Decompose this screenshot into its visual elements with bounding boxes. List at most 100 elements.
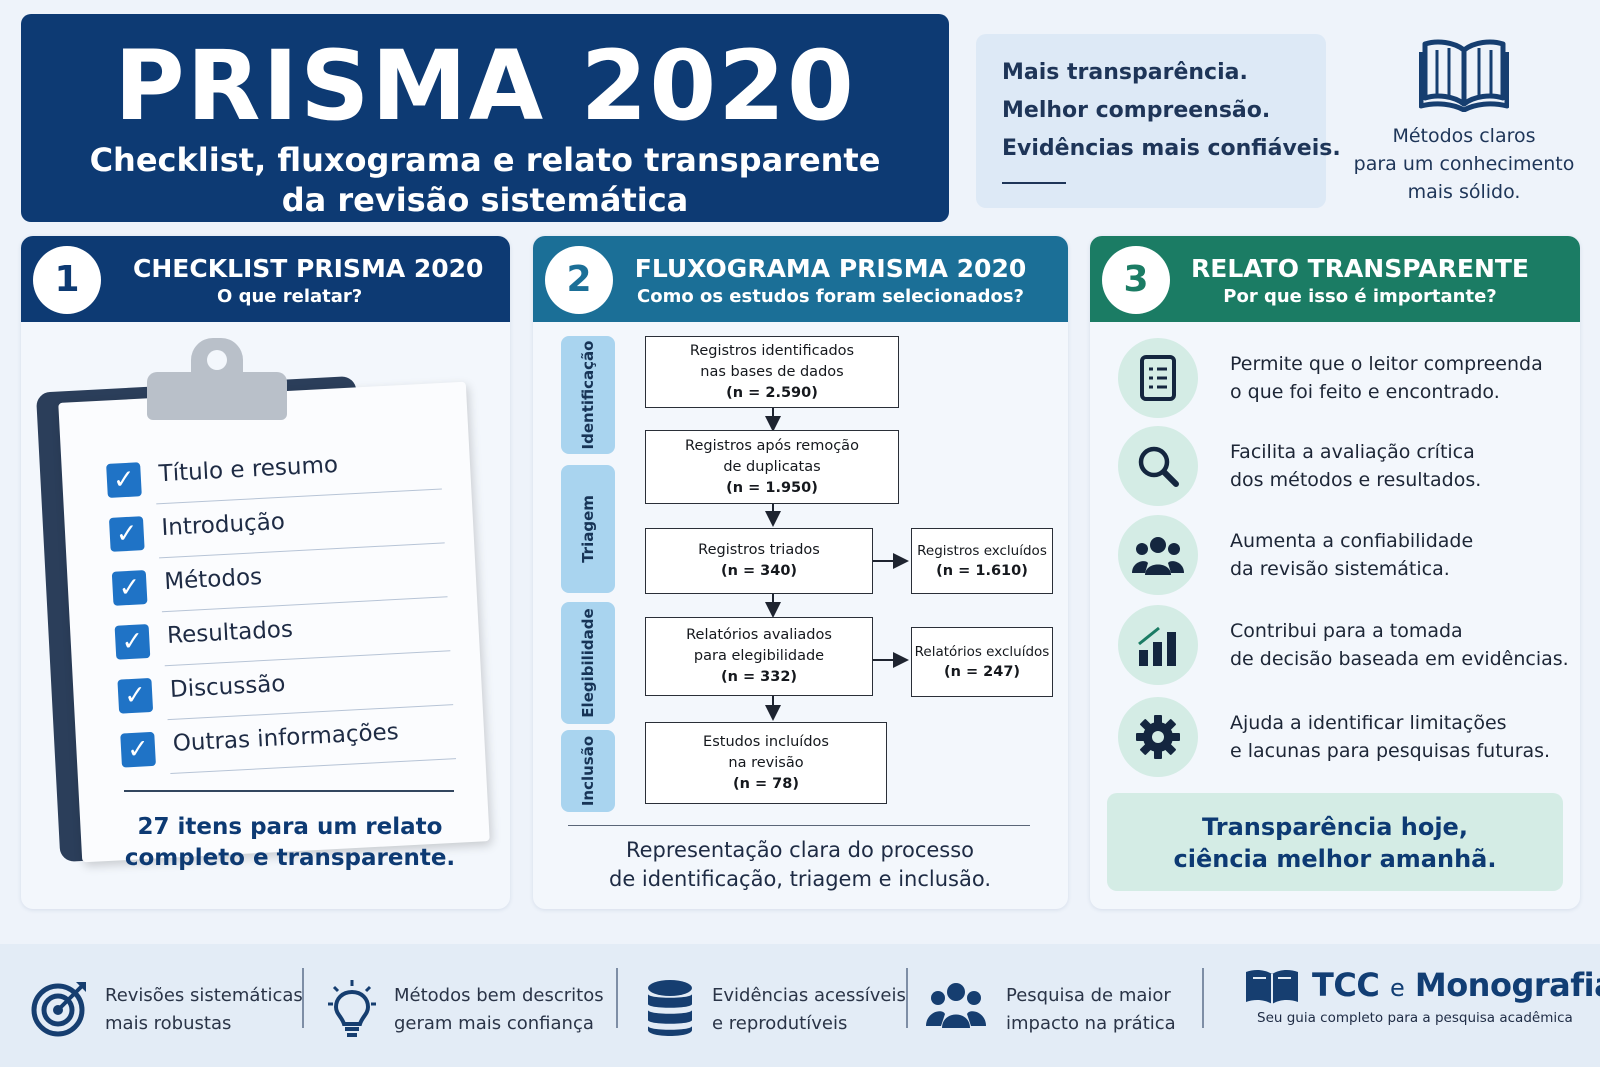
reason-text: Permite que o leitor compreenda o que fo… bbox=[1230, 350, 1543, 406]
reason-line: Permite que o leitor compreenda bbox=[1230, 353, 1543, 375]
motto-line-2: ciência melhor amanhã. bbox=[1173, 845, 1497, 873]
footer-line: geram mais confiança bbox=[394, 1013, 594, 1034]
flow-box-text: Registros após remoção bbox=[685, 437, 859, 454]
footer-separator bbox=[616, 968, 618, 1028]
brand-book-icon bbox=[1246, 969, 1298, 1004]
target-icon bbox=[31, 982, 86, 1037]
footer-line: Evidências acessíveis bbox=[712, 985, 906, 1006]
flowchart-note: Representação clara do processo de ident… bbox=[560, 836, 1040, 894]
hero-banner: PRISMA 2020 Checklist, fluxograma e rela… bbox=[21, 14, 949, 222]
motto-box: Transparência hoje, ciência melhor amanh… bbox=[1107, 793, 1563, 891]
reason-text: Facilita a avaliação crítica dos métodos… bbox=[1230, 438, 1481, 494]
flow-box-text: de duplicatas bbox=[723, 458, 821, 475]
flow-box-screened: Registros triados (n = 340) bbox=[645, 528, 873, 594]
flow-box-identified: Registros identificados nas bases de dad… bbox=[645, 336, 899, 408]
gear-icon bbox=[1118, 697, 1198, 777]
brand-name: TCC e Monografia bbox=[1312, 966, 1600, 1004]
benefit-3: Evidências mais confiáveis. bbox=[1002, 136, 1341, 161]
checkbox-checked-icon: ✓ bbox=[114, 623, 151, 660]
flow-box-dedup: Registros após remoção de duplicatas (n … bbox=[645, 430, 899, 504]
reason-line: e lacunas para pesquisas futuras. bbox=[1230, 740, 1551, 762]
transparency-panel-header: 3 RELATO TRANSPARENTE Por que isso é imp… bbox=[1090, 236, 1580, 322]
footer-item: Métodos bem descritos geram mais confian… bbox=[322, 978, 612, 1038]
checklist-note-line-2: completo e transparente. bbox=[124, 845, 456, 871]
flow-box-excluded-reports: Relatórios excluídos (n = 247) bbox=[911, 627, 1053, 697]
reason-text: Contribui para a tomada de decisão basea… bbox=[1230, 617, 1569, 673]
checklist-note: 27 itens para um relato completo e trans… bbox=[100, 812, 480, 874]
flow-box-text: nas bases de dados bbox=[700, 363, 844, 380]
benefits-box: Mais transparência. Melhor compreensão. … bbox=[976, 34, 1341, 208]
reason-line: Ajuda a identificar limitações bbox=[1230, 712, 1507, 734]
transparency-subtitle: Por que isso é importante? bbox=[1223, 286, 1497, 307]
reason-item: Aumenta a confiabilidade da revisão sist… bbox=[1118, 515, 1578, 595]
stage-screening: Triagem bbox=[561, 465, 615, 593]
magnifier-icon bbox=[1118, 426, 1198, 506]
brand-name-part: Monografia bbox=[1414, 966, 1600, 1004]
reason-line: Aumenta a confiabilidade bbox=[1230, 530, 1474, 552]
footer-item: Pesquisa de maior impacto na prática bbox=[926, 978, 1196, 1038]
reason-line: o que foi feito e encontrado. bbox=[1230, 381, 1500, 403]
bar-chart-icon bbox=[1118, 605, 1198, 685]
reason-line: de decisão baseada em evidências. bbox=[1230, 648, 1569, 670]
checklist-item-label: Introdução bbox=[160, 508, 286, 542]
flow-box-excluded-records: Registros excluídos (n = 1.610) bbox=[911, 528, 1053, 594]
checkbox-checked-icon: ✓ bbox=[120, 731, 156, 768]
flowchart-subtitle: Como os estudos foram selecionados? bbox=[637, 286, 1024, 307]
checklist-item-label: Título e resumo bbox=[158, 451, 339, 488]
footer-item-text: Pesquisa de maior impacto na prática bbox=[1006, 982, 1176, 1038]
book-block: Métodos claros para um conhecimento mais… bbox=[1344, 36, 1584, 206]
benefit-1: Mais transparência. bbox=[1002, 60, 1248, 85]
checklist-item-label: Métodos bbox=[163, 564, 263, 596]
open-book-icon bbox=[1418, 39, 1510, 113]
flowchart-arrows bbox=[765, 408, 909, 721]
stage-eligibility: Elegibilidade bbox=[561, 602, 615, 724]
page-subtitle: Checklist, fluxograma e relato transpare… bbox=[21, 140, 949, 220]
brand-tagline: Seu guia completo para a pesquisa acadêm… bbox=[1257, 1010, 1573, 1026]
flow-box-eligibility: Relatórios avaliados para elegibilidade … bbox=[645, 617, 873, 696]
reason-item: Contribui para a tomada de decisão basea… bbox=[1118, 605, 1578, 685]
benefit-2: Melhor compreensão. bbox=[1002, 98, 1271, 123]
stage-inclusion: Inclusão bbox=[561, 730, 615, 812]
subtitle-line-2: da revisão sistemática bbox=[281, 181, 689, 219]
reason-line: da revisão sistemática. bbox=[1230, 558, 1450, 580]
checklist-subtitle: O que relatar? bbox=[217, 286, 363, 307]
brand-name-connector: e bbox=[1389, 974, 1405, 1002]
footer-separator bbox=[1202, 968, 1204, 1028]
transparency-title: RELATO TRANSPARENTE bbox=[1190, 254, 1529, 283]
people-icon bbox=[926, 983, 986, 1028]
checklist-title: CHECKLIST PRISMA 2020 bbox=[133, 254, 484, 283]
checkbox-checked-icon: ✓ bbox=[108, 516, 145, 552]
checklist-item-label: Discussão bbox=[169, 670, 286, 703]
footer-line: mais robustas bbox=[105, 1013, 232, 1034]
flow-box-text: Relatórios excluídos bbox=[914, 643, 1050, 660]
stage-identification: Identificação bbox=[561, 336, 615, 454]
checklist-divider bbox=[124, 790, 454, 792]
reason-item: Facilita a avaliação crítica dos métodos… bbox=[1118, 426, 1578, 506]
reason-text: Ajuda a identificar limitações e lacunas… bbox=[1230, 709, 1550, 765]
footer-line: Pesquisa de maior bbox=[1006, 985, 1171, 1006]
book-caption-2: para um conhecimento bbox=[1353, 153, 1575, 175]
checklist-item-label: Resultados bbox=[166, 616, 294, 650]
flow-box-count: (n = 78) bbox=[732, 775, 799, 792]
flow-box-text: Estudos incluídos bbox=[703, 733, 829, 750]
flowchart-title: FLUXOGRAMA PRISMA 2020 bbox=[634, 254, 1027, 283]
footer-line: impacto na prática bbox=[1006, 1013, 1176, 1034]
footer-separator bbox=[302, 968, 304, 1028]
people-group-icon bbox=[1118, 515, 1198, 595]
flow-box-text: na revisão bbox=[728, 754, 804, 771]
clipboard-clip-hole bbox=[207, 350, 227, 370]
flow-box-text: Registros identificados bbox=[689, 342, 855, 359]
benefits-divider bbox=[1002, 182, 1066, 184]
step-number-2: 2 bbox=[545, 246, 613, 314]
book-caption-1: Métodos claros bbox=[1392, 125, 1536, 147]
lightbulb-icon bbox=[328, 980, 376, 1037]
document-list-icon bbox=[1118, 338, 1198, 418]
reason-text: Aumenta a confiabilidade da revisão sist… bbox=[1230, 527, 1473, 583]
flow-box-count: (n = 332) bbox=[720, 669, 798, 685]
reason-line: dos métodos e resultados. bbox=[1230, 469, 1482, 491]
flow-box-count: (n = 340) bbox=[720, 563, 798, 579]
reason-line: Contribui para a tomada bbox=[1230, 620, 1463, 642]
flow-box-text: Relatórios avaliados bbox=[686, 627, 832, 643]
footer-item-text: Evidências acessíveis e reprodutíveis bbox=[712, 982, 906, 1038]
brand-name-part: TCC bbox=[1312, 966, 1380, 1004]
